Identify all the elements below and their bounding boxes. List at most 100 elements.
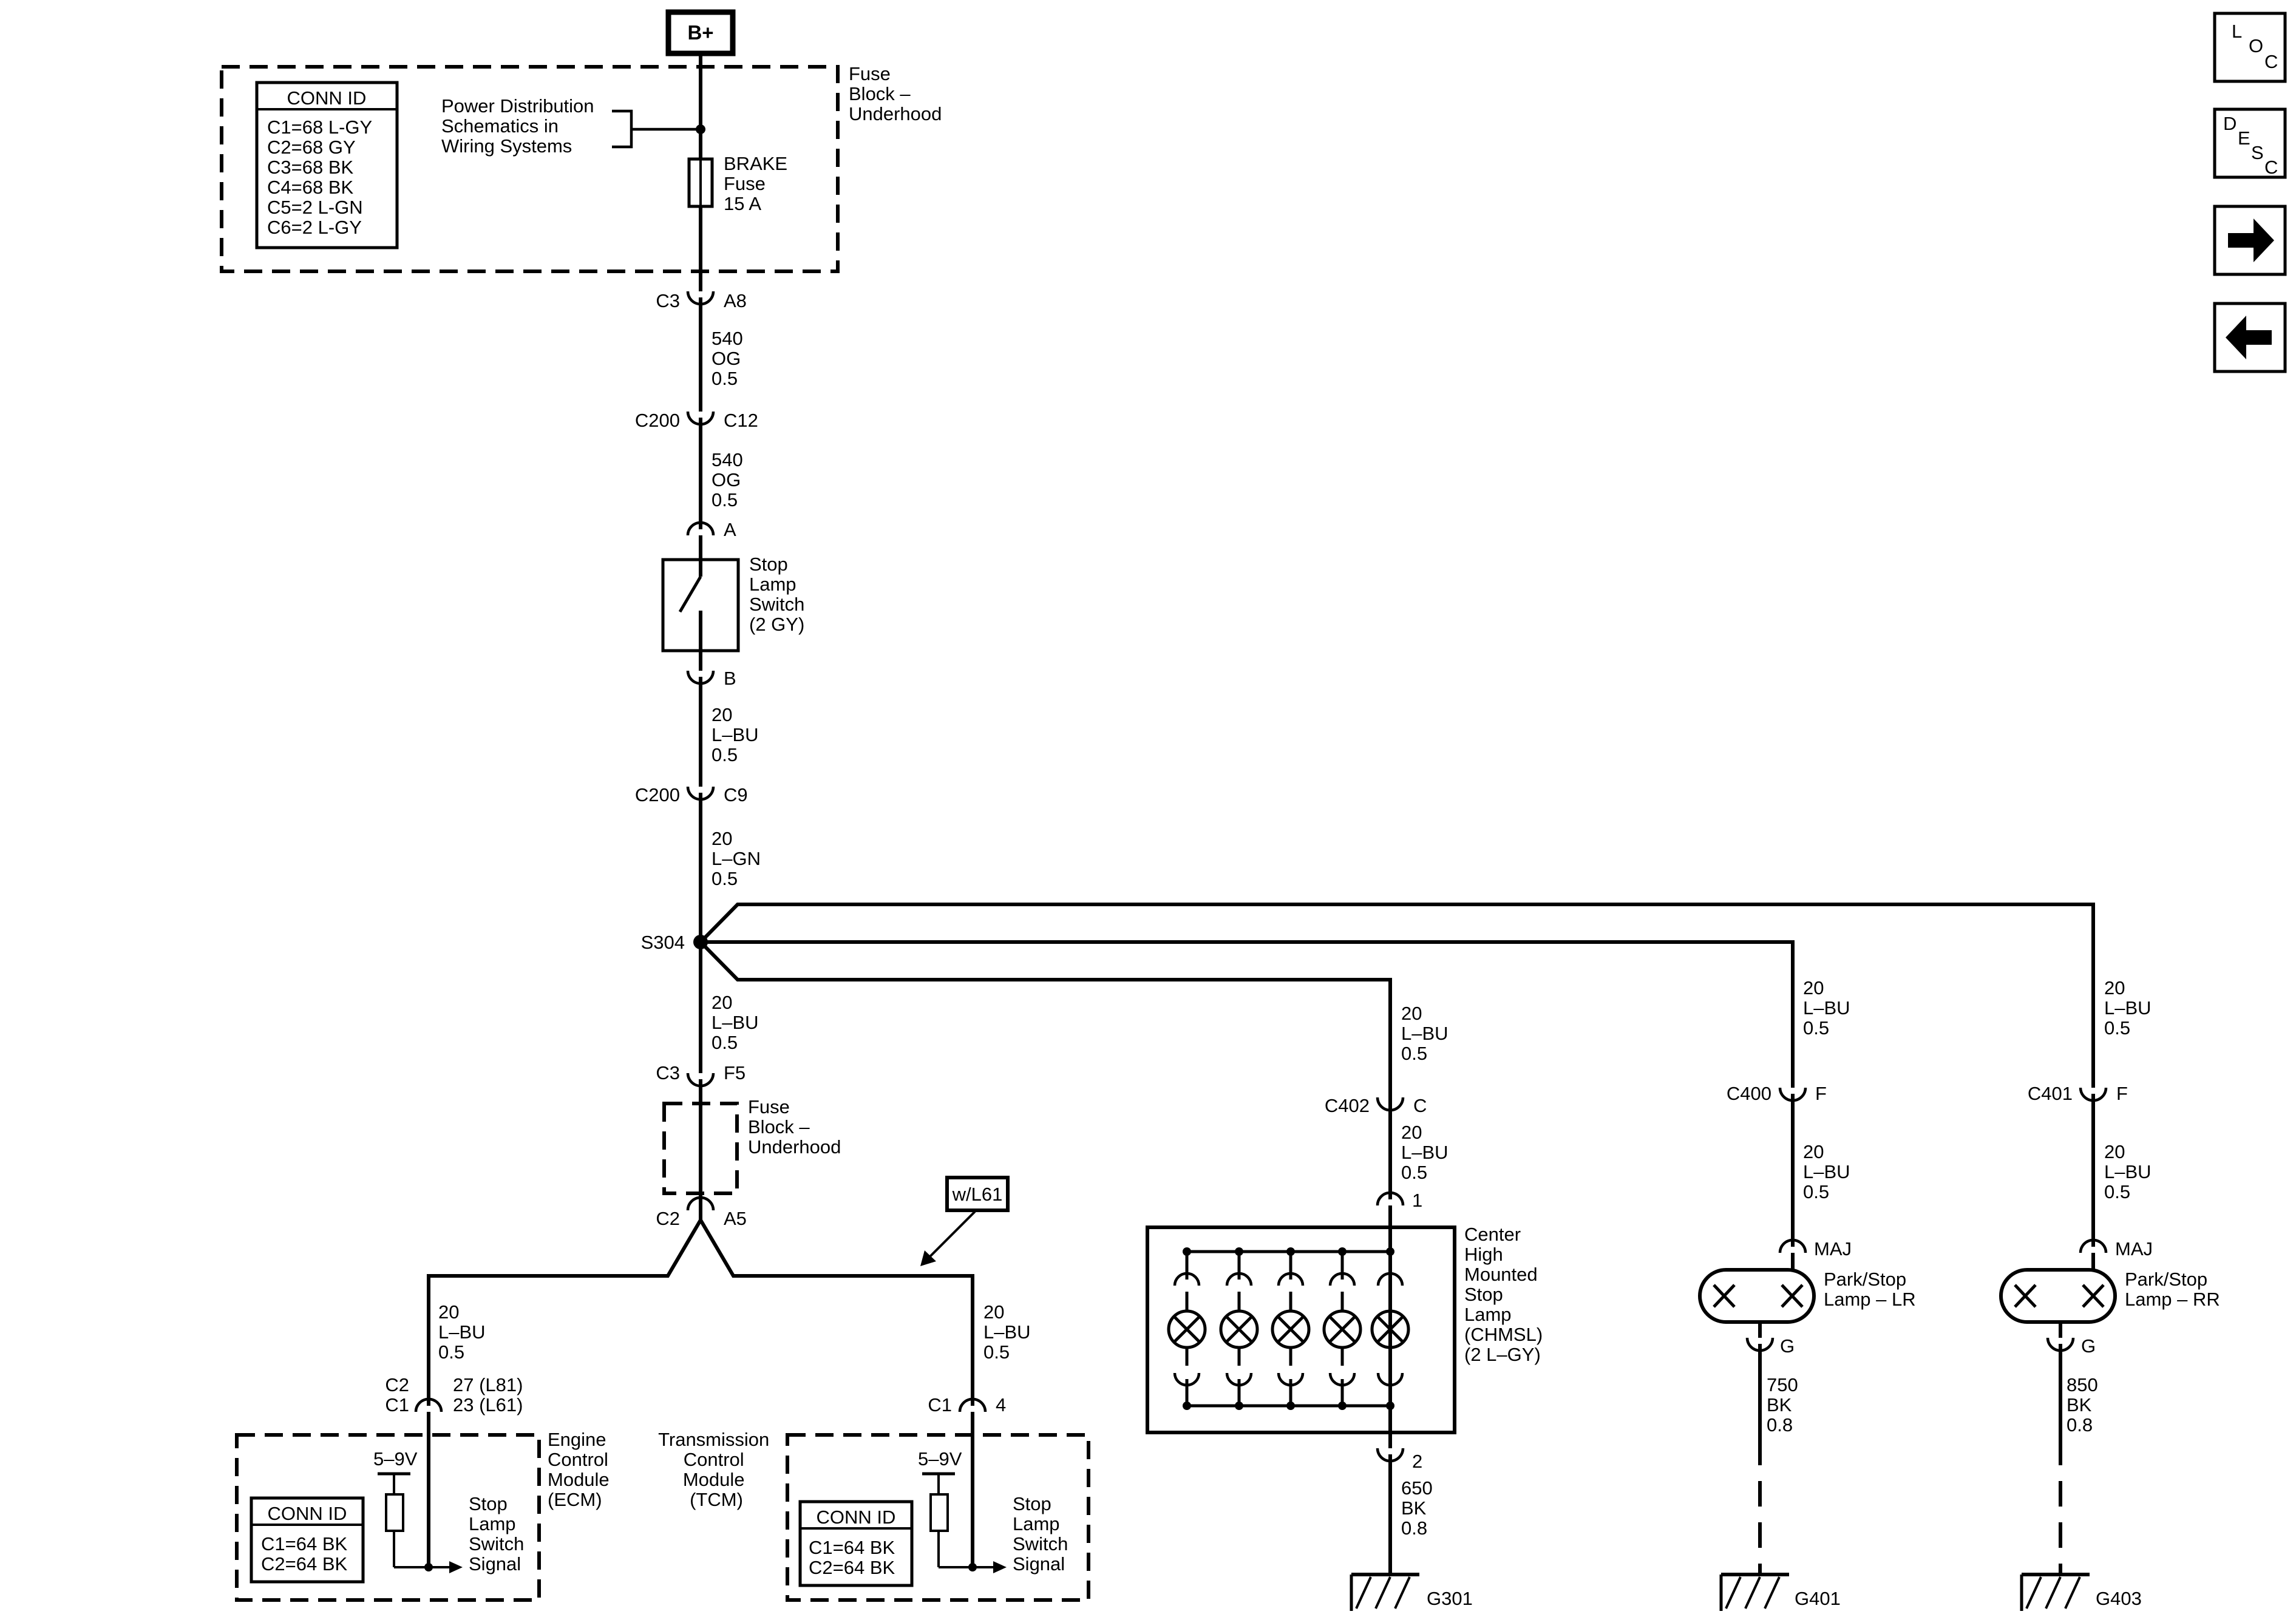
connector-c401-pin-label: F	[2116, 1083, 2128, 1104]
ecm-label: Engine Control Module (ECM)	[548, 1429, 614, 1510]
lamp-lr-filament-icon	[1713, 1284, 1804, 1308]
ecm-pin-23: 23 (L61)	[453, 1394, 523, 1415]
tcm-pin-c1: C1	[928, 1394, 952, 1415]
wire-20-c401b-label: 20 L–BU 0.5	[2104, 1141, 2156, 1202]
loc-letter-c: C	[2264, 51, 2278, 72]
ecm-pin-c1: C1	[385, 1394, 409, 1415]
chmsl-bulb-icon	[1219, 1247, 1259, 1410]
lamp-rr-pin-g: G	[2081, 1335, 2096, 1357]
connector-f5-label: F5	[724, 1062, 746, 1083]
desc-letter-s: S	[2251, 142, 2264, 163]
connector-c9-label: C9	[724, 784, 748, 805]
fuse-block-outline	[220, 65, 840, 273]
wire-540b-label: 540 OG 0.5	[712, 449, 748, 510]
tcm-label: Transmission Control Module (TCM)	[658, 1429, 775, 1510]
connector-a5-label: A5	[724, 1208, 747, 1229]
desc-letter-c: C	[2264, 157, 2278, 178]
battery-box	[665, 9, 736, 56]
lamp-rr-filament-icon	[2014, 1284, 2105, 1308]
wire-20-lgn-label: 20 L–GN 0.5	[712, 828, 766, 889]
power-source-label: B+	[687, 21, 713, 44]
chmsl-label: Center High Mounted Stop Lamp (CHMSL) (2…	[1464, 1224, 1548, 1365]
lamp-rr-label: Park/Stop Lamp – RR	[2125, 1269, 2220, 1310]
ecm-module	[235, 1433, 541, 1602]
tcm-pullup-resistor-icon	[929, 1493, 949, 1532]
ecm-conn-c1: C1=64 BK	[261, 1533, 348, 1554]
ecm-pin-c2: C2	[385, 1374, 409, 1395]
lamp-lr-housing	[1698, 1268, 1816, 1324]
ecm-voltage: 5–9V	[373, 1448, 418, 1470]
loc-button[interactable]: L O C	[2213, 12, 2287, 83]
fuse-block-title: Fuse Block – Underhood	[849, 63, 942, 124]
ground-g301-icon	[1350, 1573, 1419, 1611]
wire-20-tcm-label: 20 L–BU 0.5	[983, 1301, 1036, 1363]
ecm-conn-id-title: CONN ID	[268, 1503, 347, 1524]
chmsl-bulb-icon	[1167, 1247, 1207, 1410]
lamp-rr-pin-maj: MAJ	[2115, 1238, 2153, 1259]
chmsl-pin-1: 1	[1412, 1190, 1422, 1211]
desc-button[interactable]: D E S C	[2213, 107, 2287, 179]
tcm-conn-id-table	[798, 1500, 914, 1587]
switch-pin-a-label: A	[724, 519, 736, 540]
wire-20-c402a-label: 20 L–BU 0.5	[1401, 1003, 1453, 1064]
wire-20-c400a-label: 20 L–BU 0.5	[1803, 977, 1855, 1039]
stop-lamp-switch-label: Stop Lamp Switch (2 GY)	[749, 554, 810, 635]
arrow-left-icon	[2226, 316, 2272, 359]
tcm-voltage: 5–9V	[918, 1448, 962, 1470]
power-distribution-note: Power Distribution Schematics in Wiring …	[441, 95, 599, 157]
tcm-module	[786, 1433, 1090, 1602]
ecm-pin-27: 27 (L81)	[453, 1374, 523, 1395]
connector-c200-c9-label: C200	[635, 784, 680, 805]
lamp-lr-pin-maj: MAJ	[1814, 1238, 1852, 1259]
lamp-lr-label: Park/Stop Lamp – LR	[1824, 1269, 1916, 1310]
wire-850-label: 850 BK 0.8	[2067, 1374, 2103, 1436]
wire-20-c402b-label: 20 L–BU 0.5	[1401, 1122, 1453, 1183]
ecm-conn-id-table	[250, 1496, 365, 1584]
ground-g301-label: G301	[1427, 1588, 1473, 1609]
connector-c200-label: C200	[635, 410, 680, 431]
wire-20-lbu-label: 20 L–BU 0.5	[712, 704, 764, 765]
connector-c402-pin-label: C	[1413, 1095, 1427, 1116]
option-tag-l61	[945, 1176, 1010, 1212]
tcm-conn-id-title: CONN ID	[817, 1507, 896, 1528]
wire-20-lbu-2-label: 20 L–BU 0.5	[712, 992, 764, 1053]
ecm-signal-label: Stop Lamp Switch Signal	[469, 1493, 529, 1575]
connector-c400-label: C400	[1727, 1083, 1771, 1104]
desc-letter-d: D	[2223, 113, 2237, 134]
connector-c400-pin-label: F	[1815, 1083, 1827, 1104]
ground-g401-icon	[1719, 1573, 1789, 1611]
next-button[interactable]	[2213, 205, 2287, 276]
ground-g401-label: G401	[1795, 1588, 1841, 1609]
wire-650-label: 650 BK 0.8	[1401, 1477, 1438, 1539]
wire-540-label: 540 OG 0.5	[712, 328, 748, 389]
chmsl-bulb-icon	[1271, 1247, 1311, 1410]
ground-g403-label: G403	[2096, 1588, 2142, 1609]
lamp-rr-housing	[1999, 1268, 2117, 1324]
ground-g403-icon	[2020, 1573, 2090, 1611]
wire-20-ecm-label: 20 L–BU 0.5	[438, 1301, 491, 1363]
option-tag-label: w/L61	[952, 1184, 1003, 1205]
wire-750-label: 750 BK 0.8	[1767, 1374, 1803, 1436]
conn-id-title: CONN ID	[287, 87, 367, 109]
tcm-pin-4: 4	[996, 1394, 1006, 1415]
tcm-conn-c2: C2=64 BK	[809, 1557, 895, 1578]
wire-20-c400b-label: 20 L–BU 0.5	[1803, 1141, 1855, 1202]
lamp-lr-pin-g: G	[1780, 1335, 1795, 1357]
chmsl-bulbs	[1167, 1247, 1410, 1410]
connector-c402-label: C402	[1325, 1095, 1370, 1116]
connector-c3-label: C3	[656, 290, 680, 311]
chmsl-bulb-icon	[1322, 1247, 1362, 1410]
connector-c12-label: C12	[724, 410, 758, 431]
fuse-block-underhood-2	[662, 1102, 739, 1195]
ecm-conn-c2: C2=64 BK	[261, 1553, 348, 1575]
arrow-right-icon	[2228, 219, 2274, 262]
connector-a8-label: A8	[724, 290, 747, 311]
prev-button[interactable]	[2213, 302, 2287, 373]
tcm-conn-c1: C1=64 BK	[809, 1537, 895, 1558]
switch-pin-b-label: B	[724, 668, 736, 689]
fuse-block-2-label: Fuse Block – Underhood	[748, 1096, 841, 1158]
ecm-pullup-resistor-icon	[385, 1493, 404, 1532]
connector-c401-label: C401	[2028, 1083, 2073, 1104]
desc-letter-e: E	[2238, 127, 2250, 149]
